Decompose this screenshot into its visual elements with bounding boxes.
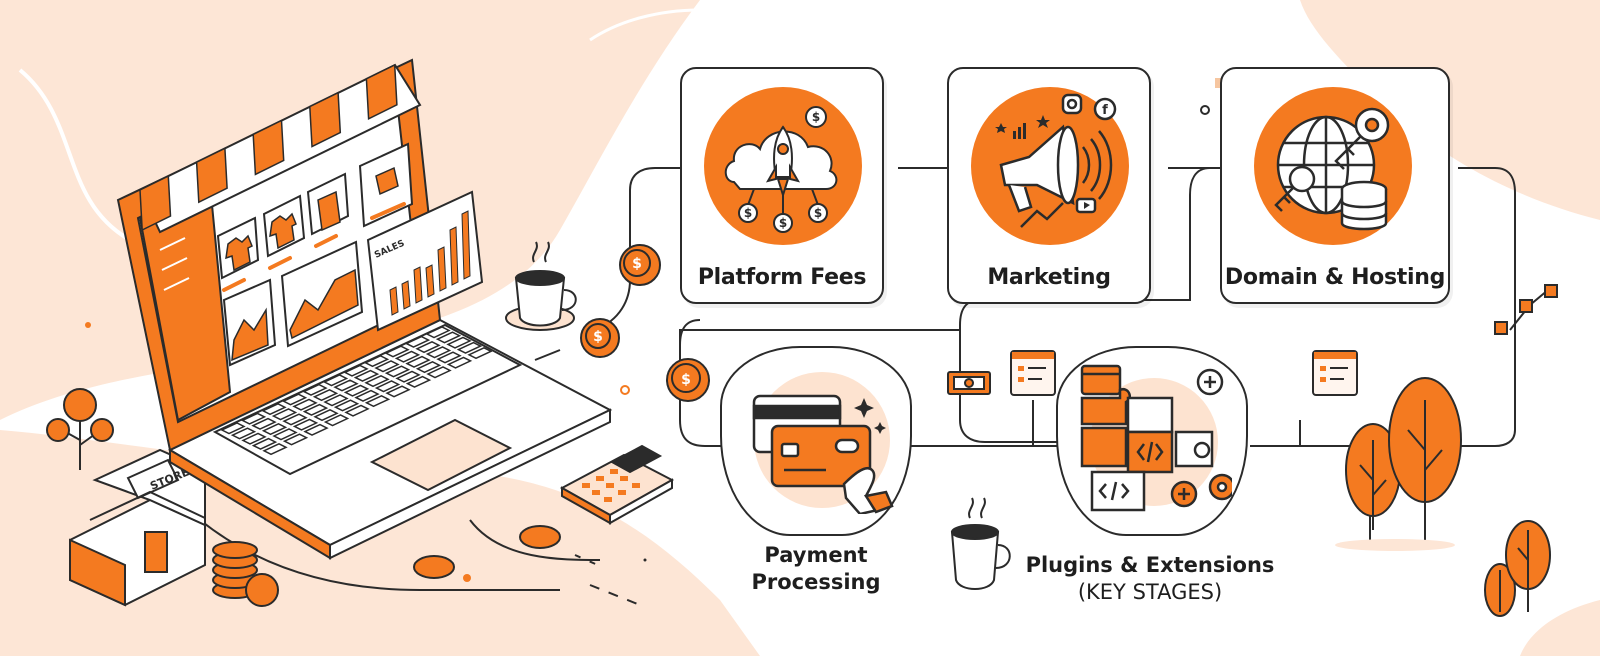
puzzle-code-icon [1072,362,1232,522]
svg-text:$: $ [744,206,752,220]
svg-text:$: $ [812,110,820,124]
plugins-extensions-tile [1056,346,1248,536]
payment-line1: Payment [764,543,868,567]
plugins-line2: (KEY STAGES) [1077,580,1223,604]
marketing-card: f Marketing [947,67,1151,304]
credit-card-hand-icon [736,364,896,514]
megaphone-icon: f [971,87,1129,245]
plugins-extensions-label: Plugins & Extensions (KEY STAGES) [1010,552,1290,606]
svg-text:$: $ [681,372,691,388]
svg-text:$: $ [779,216,787,230]
rocket-cloud-icon: $ $ $ $ [704,87,862,245]
marketing-label: Marketing [987,265,1111,290]
domain-hosting-card: Domain & Hosting [1220,67,1450,304]
svg-text:$: $ [632,256,642,272]
svg-text:$: $ [814,206,822,220]
plugins-line1: Plugins & Extensions [1025,553,1275,577]
domain-hosting-label: Domain & Hosting [1224,265,1446,290]
svg-text:f: f [1102,103,1108,118]
globe-key-server-icon [1254,87,1412,245]
svg-text:$: $ [593,329,603,345]
payment-processing-label: Payment Processing [728,542,904,596]
platform-fees-card: $ $ $ $ Platform Fees [680,67,884,304]
payment-line2: Processing [751,570,881,594]
platform-fees-label: Platform Fees [697,265,867,290]
payment-processing-tile [720,346,912,536]
